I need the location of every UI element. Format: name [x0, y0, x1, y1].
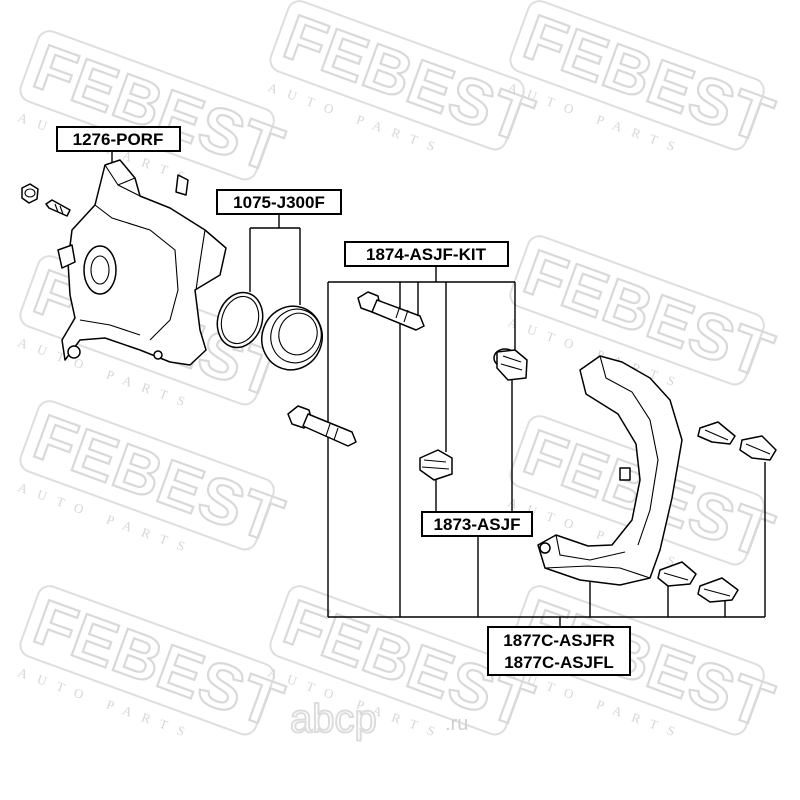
- caliper-body: [57, 159, 227, 366]
- site-watermark-tld: .ru: [445, 713, 468, 735]
- watermark-tile: FEBEST AUTO PARTS: [16, 399, 294, 557]
- label-bracket-left-text: 1877C-ASJFL: [504, 653, 614, 672]
- watermark-tile: FEBEST AUTO PARTS: [506, 0, 784, 158]
- label-boot-text: 1873-ASJF: [434, 515, 521, 534]
- guide-pin-upper: [357, 291, 425, 331]
- watermark-layer: FEBEST AUTO PARTS FEBEST AUTO PARTS FEBE…: [16, 0, 784, 743]
- caliper-bracket: [537, 355, 683, 586]
- leader-lines: [111, 150, 766, 628]
- label-bracket-right-text: 1877C-ASJFR: [503, 631, 615, 650]
- label-boot[interactable]: 1873-ASJF: [421, 511, 533, 537]
- label-seal-kit-text: 1075-J300F: [233, 193, 325, 212]
- site-watermark-name: abcp: [290, 697, 377, 741]
- label-guide-pin-kit-text: 1874-ASJF-KIT: [366, 245, 487, 264]
- label-seal-kit[interactable]: 1075-J300F: [216, 189, 342, 215]
- label-bracket[interactable]: 1877C-ASJFR 1877C-ASJFL: [487, 626, 631, 676]
- label-guide-pin-kit[interactable]: 1874-ASJF-KIT: [344, 241, 509, 267]
- bleeder-cap: [21, 183, 39, 204]
- pad-clip-upper-1: [697, 421, 736, 445]
- watermark-tile: FEBEST AUTO PARTS: [266, 0, 544, 158]
- guide-pin-boot-upper: [493, 348, 528, 381]
- pad-clip-lower-1: [657, 561, 697, 587]
- watermark-tile: FEBEST AUTO PARTS: [16, 584, 294, 742]
- watermark-tile: FEBEST AUTO PARTS: [16, 29, 294, 187]
- bleeder-screw: [45, 199, 71, 217]
- label-caliper[interactable]: 1276-PORF: [56, 126, 181, 152]
- pad-clip-upper-2: [739, 435, 777, 461]
- guide-pin-boot-lower: [419, 449, 453, 481]
- pad-clip-lower-2: [697, 577, 739, 603]
- guide-pin-lower: [287, 405, 357, 447]
- label-caliper-text: 1276-PORF: [73, 130, 164, 149]
- piston-seal-ring: [216, 291, 264, 349]
- site-watermark: abcp .ru: [289, 696, 468, 742]
- piston-dust-boot: [261, 305, 323, 371]
